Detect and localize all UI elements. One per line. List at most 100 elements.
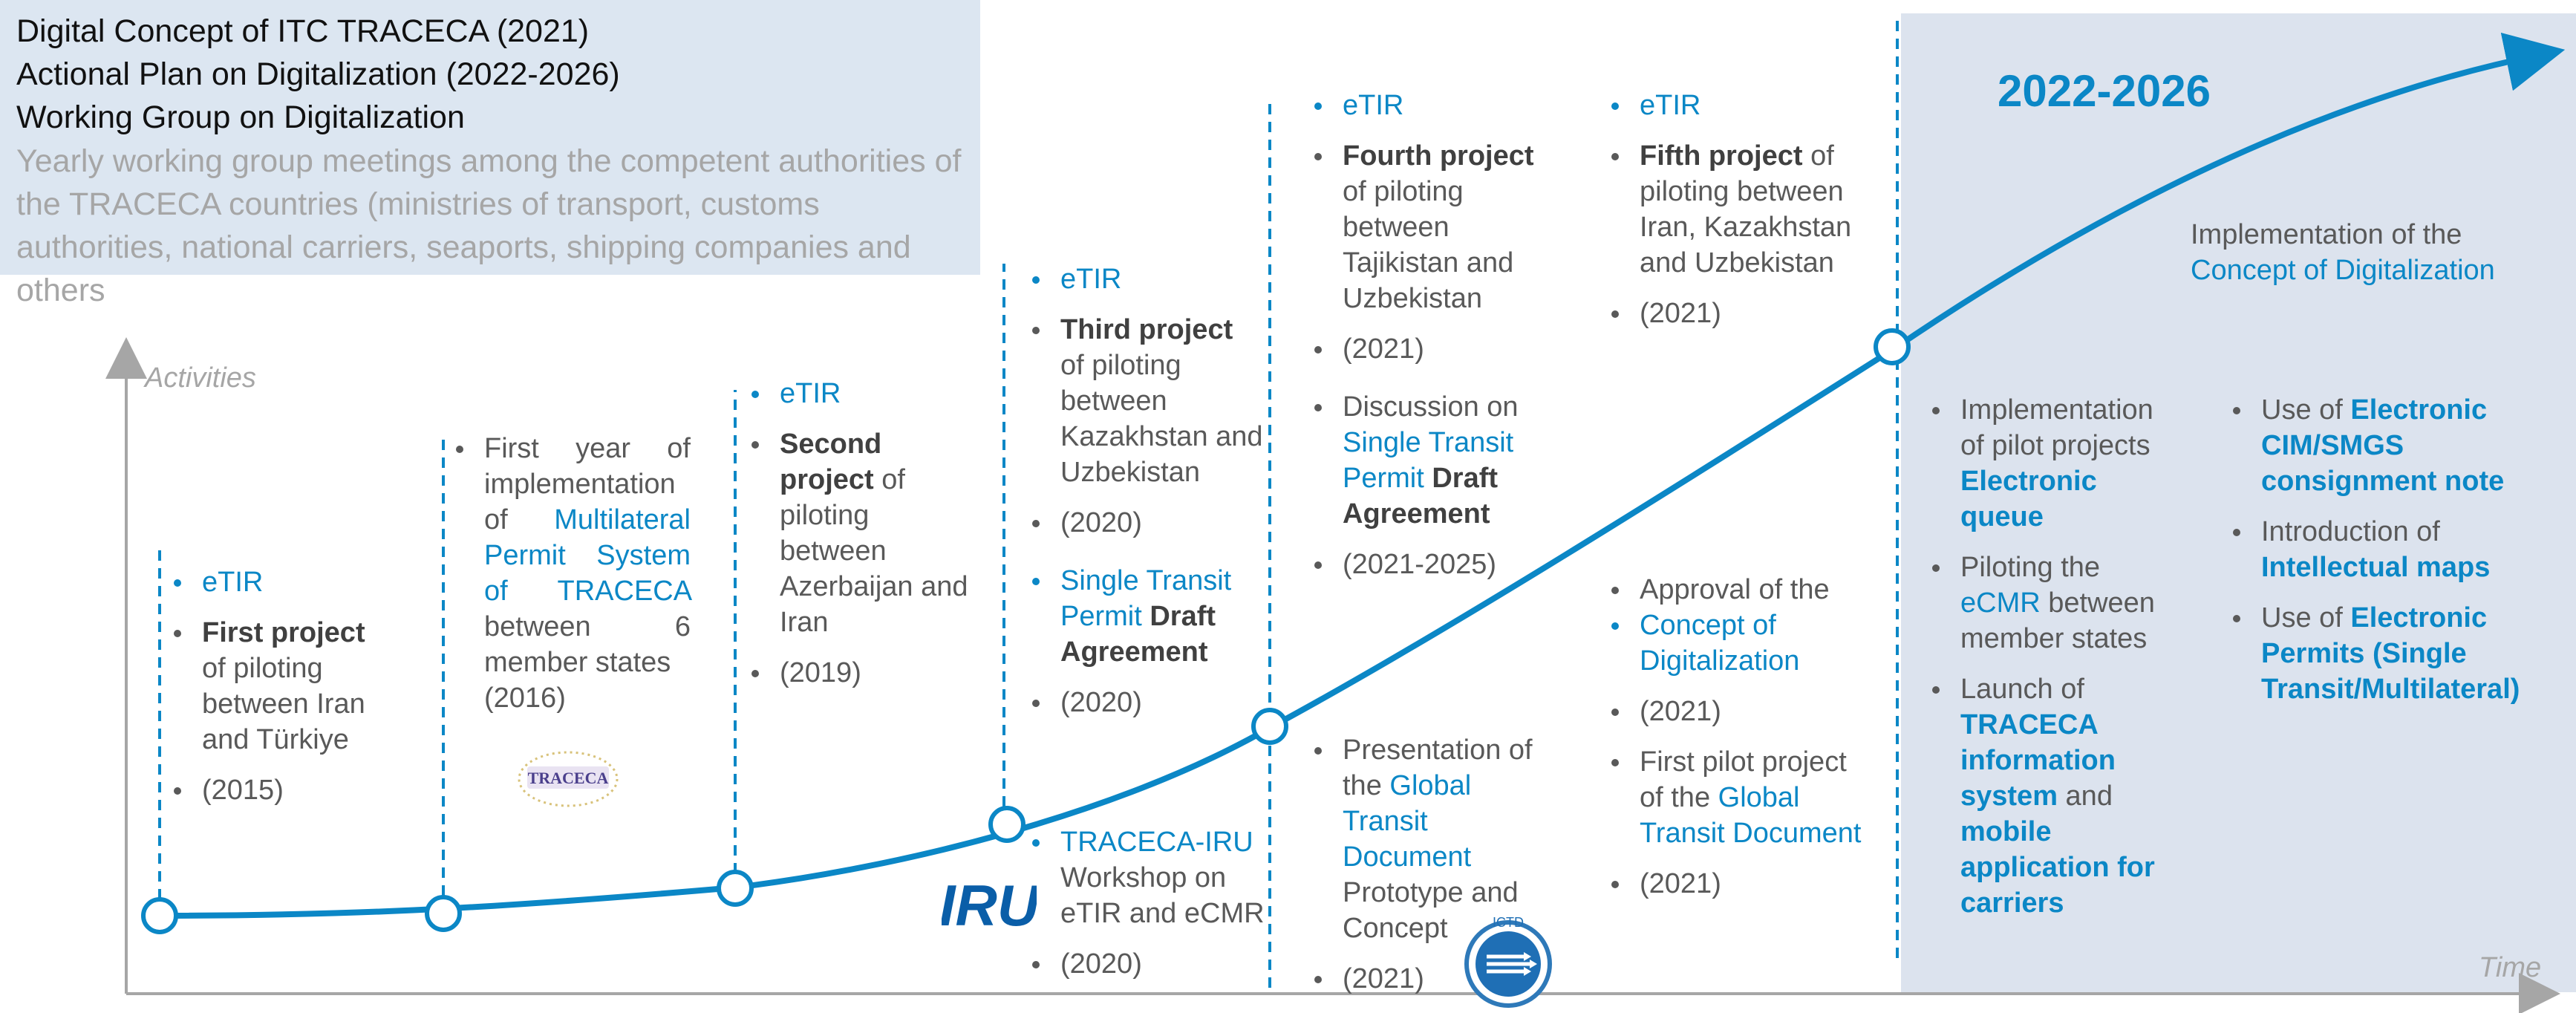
project-year: (2021-2025) [1343, 549, 1497, 580]
header-description: Yearly working group meetings among the … [16, 143, 962, 308]
item-text: First pilot project of the [1640, 746, 1847, 813]
project-year: (2020) [1060, 687, 1142, 718]
ictd-logo-text: ICTD [1493, 915, 1524, 930]
project-year: (2021) [1640, 868, 1721, 899]
item-highlight: Global Transit Document [1343, 770, 1472, 873]
list-item: Approval of the [1610, 572, 1862, 608]
item-text-mid: and [2065, 781, 2113, 812]
header-line-plan: Actional Plan on Digitalization (2022-20… [16, 56, 620, 92]
item-text: Presentation of the [1343, 734, 1533, 801]
project-title: First project [202, 617, 365, 648]
x-axis-label: Time [2479, 952, 2542, 983]
item-text: First year of implementation of [484, 433, 691, 535]
list-item: eTIR [750, 376, 980, 411]
milestone-2021 [1251, 708, 1288, 745]
item-highlight: Electronic Permits (Single Transit/Multi… [2261, 602, 2520, 705]
item-text: Approval of the [1640, 574, 1830, 605]
project-title: Fifth project [1640, 140, 1803, 172]
project-body: of piloting between Iran and Türkiye [202, 653, 365, 755]
list-item: (2021) [1610, 694, 1862, 729]
item-text: Draft Agreement [1060, 601, 1216, 668]
milestone-2016 [425, 895, 462, 932]
item-text: Implementation of pilot projects [1960, 394, 2153, 461]
item-text-post: between 6 member states [484, 611, 691, 678]
project-body: of piloting between Kazakhstan and Uzbek… [1060, 350, 1263, 488]
column-2016: First year of implementation of Multilat… [454, 431, 691, 731]
item-highlight-2: mobile application for carriers [1960, 816, 2155, 919]
header-line-concept: Digital Concept of ITC TRACECA (2021) [16, 13, 590, 49]
implementation-line: Implementation of the [2191, 219, 2462, 250]
list-item: (2019) [750, 655, 980, 691]
item-highlight: Global Transit Document [1640, 782, 1862, 849]
list-item: (2021) [1313, 331, 1565, 367]
column-2021-b-lower: Approval of the Concept of Digitalizatio… [1610, 572, 1862, 916]
list-item: (2021-2025) [1313, 547, 1565, 582]
item-highlight: Concept of Digitalization [1640, 610, 1800, 677]
list-item: Use of Electronic Permits (Single Transi… [2231, 600, 2543, 707]
etir-label: eTIR [780, 378, 841, 409]
list-item: Second project of piloting between Azerb… [750, 426, 980, 640]
list-item: eTIR [1610, 88, 1862, 123]
column-2021-b: eTIR Fifth project of piloting between I… [1610, 88, 1862, 346]
item-text: Workshop on eTIR and eCMR [1060, 862, 1265, 929]
list-item: (2020) [1031, 505, 1268, 541]
project-year: (2021) [1640, 298, 1721, 329]
etir-label: eTIR [202, 567, 264, 598]
project-year: (2020) [1060, 507, 1142, 538]
item-text: Introduction of [2261, 516, 2440, 547]
item-text: Discussion on [1343, 391, 1519, 423]
list-item: (2015) [172, 772, 365, 808]
traceca-logo-text: TRACECA [528, 769, 609, 787]
list-item: Piloting the eCMR between member states [1931, 550, 2168, 657]
list-item: eTIR [172, 564, 365, 600]
dashed-connectors [158, 13, 1899, 988]
item-highlight: TRACECA-IRU [1060, 827, 1253, 858]
item-text-post: Prototype and Concept [1343, 877, 1519, 944]
iru-logo-text: IRU [942, 876, 1037, 936]
list-item: (2021) [1610, 866, 1862, 902]
column-2019: eTIR Second project of piloting between … [750, 376, 980, 706]
column-2021-a-lower: Presentation of the Global Transit Docum… [1313, 732, 1551, 1012]
list-item: First project of piloting between Iran an… [172, 615, 365, 758]
project-title: Second project [780, 429, 882, 495]
list-item: (2021) [1313, 961, 1551, 997]
future-period-panel [1901, 13, 2576, 992]
list-item: (2021) [1610, 296, 1862, 331]
list-item: Discussion on Single Transit Permit Draf… [1313, 389, 1565, 532]
project-body: of piloting between Azerbaijan and Iran [780, 464, 968, 638]
item-text-post: Draft Agreement [1343, 463, 1499, 530]
etir-label: eTIR [1343, 90, 1404, 121]
list-item: Presentation of the Global Transit Docum… [1313, 732, 1551, 946]
period-title: 2022-2026 [1998, 66, 2211, 116]
list-item: First year of implementation of Multilat… [454, 431, 691, 716]
milestone-2022 [1874, 328, 1911, 365]
implementation-text: Implementation of the Concept of Digital… [2191, 217, 2547, 288]
project-year: (2019) [780, 657, 861, 688]
list-item: Use of Electronic CIM/SMGS consignment n… [2231, 392, 2543, 499]
milestone-2019 [717, 870, 754, 907]
project-year: (2015) [202, 775, 284, 806]
project-year: (2021) [1343, 333, 1424, 365]
list-item: Third project of piloting between Kazakhs… [1031, 312, 1268, 490]
header-line-group: Working Group on Digitalization [16, 100, 465, 135]
list-item: Single Transit Permit Draft Agreement [1031, 563, 1268, 670]
etir-label: eTIR [1640, 90, 1701, 121]
item-highlight: Single Transit Permit [1343, 427, 1514, 494]
item-highlight: Electronic CIM/SMGS consignment note [2261, 394, 2505, 497]
project-title: Third project [1060, 314, 1233, 345]
y-axis-label: Activities [145, 362, 256, 394]
list-item: Launch of TRACECA information system and… [1931, 671, 2168, 921]
list-item: Implementation of pilot projects Electro… [1931, 392, 2168, 535]
project-year: (2021) [1640, 696, 1721, 727]
project-year: (2020) [1060, 948, 1142, 980]
implementation-highlight: Concept of Digitalization [2191, 255, 2495, 286]
list-item: Fifth project of piloting between Iran, … [1610, 138, 1862, 281]
list-item: Introduction of Intellectual maps [2231, 514, 2543, 585]
list-item: First pilot project of the Global Transi… [1610, 744, 1862, 851]
item-highlight: Single Transit Permit [1060, 565, 1232, 632]
item-text-post: between member states [1960, 587, 2155, 654]
